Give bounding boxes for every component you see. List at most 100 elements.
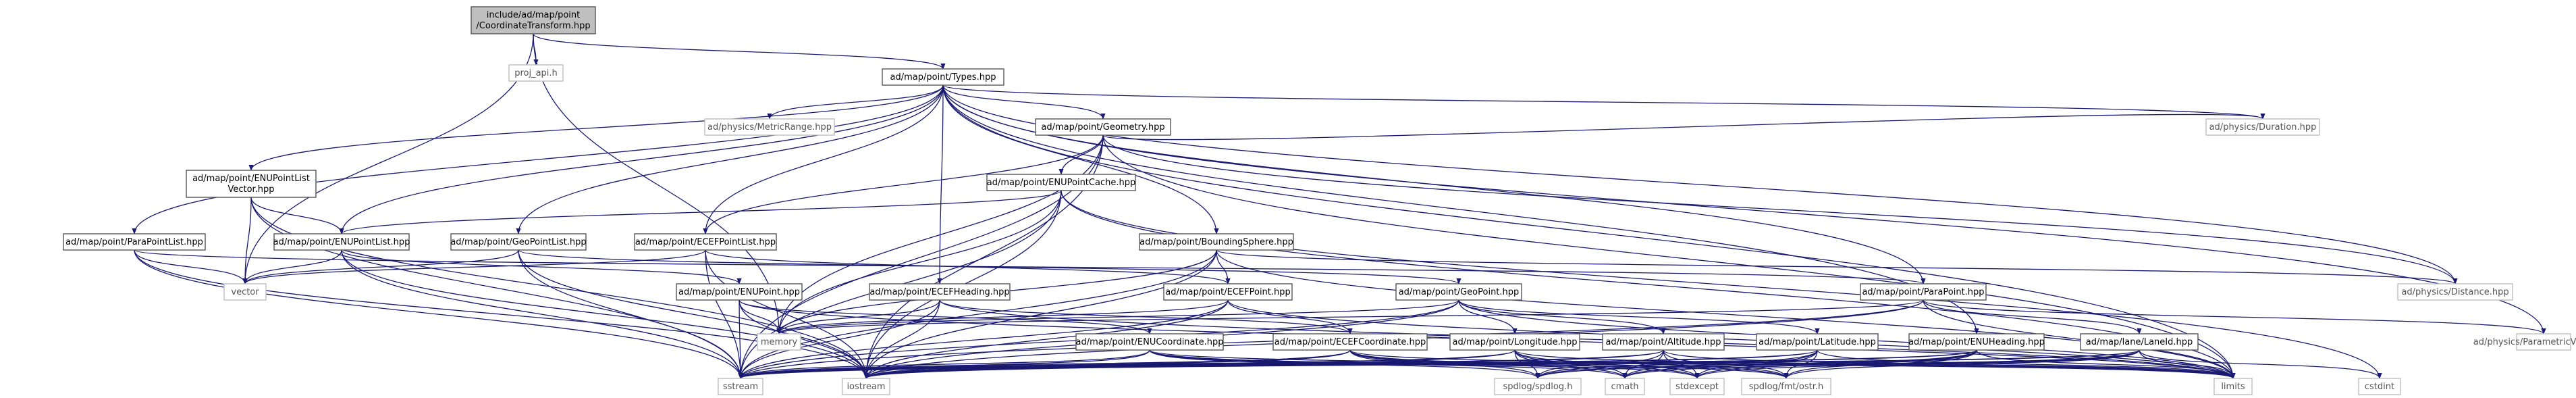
node-label: ad/map/point/ENUPointList <box>192 174 310 184</box>
edge-lane_id-to-spdlog <box>1535 349 2140 379</box>
edge-enu_list-to-vector <box>242 249 342 284</box>
node-cstdint: cstdint <box>2358 378 2401 395</box>
edge-ecef_point-to-memory <box>776 299 1229 334</box>
node-label: limits <box>2221 382 2245 392</box>
node-box <box>1908 333 2045 351</box>
edge-ecef_list-to-ecef_point <box>705 249 1231 284</box>
node-duration: ad/physics/Duration.hpp <box>2205 118 2320 136</box>
edge-altitude-to-spdlog <box>1535 349 1664 379</box>
node-distance: ad/physics/Distance.hpp <box>2397 283 2513 301</box>
node-label: ad/map/point/ParaPoint.hpp <box>1862 287 1984 297</box>
node-label: stdexcept <box>1675 382 1719 392</box>
edge-lane_id-to-stdexcept <box>1694 349 2140 379</box>
edge-para_point-to-limits <box>1923 299 2236 379</box>
node-label: ad/map/point/ENUHeading.hpp <box>1908 337 2045 347</box>
node-geo-list[interactable]: ad/map/point/GeoPointList.hpp <box>450 233 587 251</box>
node-ecef-list[interactable]: ad/map/point/ECEFPointList.hpp <box>634 233 777 251</box>
node-box <box>1163 283 1293 301</box>
edge-longitude-to-cmath <box>1514 349 1628 379</box>
edge-ecef_list-to-vector <box>242 249 706 284</box>
node-label: ad/map/point/Geometry.hpp <box>1041 122 1164 132</box>
node-box <box>2080 333 2199 351</box>
node-label: ad/map/point/Altitude.hpp <box>1605 337 1721 347</box>
node-sstream: sstream <box>718 378 763 395</box>
edge-geometry-to-iostream <box>863 134 1104 379</box>
edge-enu_list-to-iostream <box>341 249 869 379</box>
node-box <box>869 283 1011 301</box>
edge-enu_list_vec-to-sstream <box>250 197 743 379</box>
node-enu-list[interactable]: ad/map/point/ENUPointList.hpp <box>273 233 410 251</box>
edge-enu_point-to-enu_coord <box>739 299 1152 334</box>
edge-ecef_heading-to-limits <box>939 299 2236 379</box>
edge-para_list-to-para_point <box>134 249 1925 284</box>
edge-enu_heading-to-limits <box>1976 349 2236 379</box>
edge-lane_id-to-fmt_ostr <box>1783 349 2140 379</box>
node-fmt-ostr: spdlog/fmt/ostr.h <box>1741 378 1831 395</box>
edge-ecef_list-to-sstream <box>705 249 743 379</box>
edge-bounding-to-iostream <box>863 249 1217 379</box>
node-ecef-heading[interactable]: ad/map/point/ECEFHeading.hpp <box>869 283 1011 301</box>
node-box <box>842 378 890 395</box>
node-box <box>2205 118 2320 136</box>
node-iostream: iostream <box>842 378 890 395</box>
node-ecef-point[interactable]: ad/map/point/ECEFPoint.hpp <box>1163 283 1293 301</box>
node-box <box>2358 378 2401 395</box>
edge-geometry-to-limits <box>1102 134 2236 379</box>
node-ecef-coord[interactable]: ad/map/point/ECEFCoordinate.hpp <box>1272 333 1428 351</box>
node-enu-coord[interactable]: ad/map/point/ENUCoordinate.hpp <box>1075 333 1224 351</box>
edge-layer <box>132 33 2546 379</box>
node-types[interactable]: ad/map/point/Types.hpp <box>882 68 1004 86</box>
edge-geo_list-to-geo_point <box>518 249 1461 284</box>
node-label: ad/map/point/ENUPoint.hpp <box>678 287 800 297</box>
node-box <box>1669 378 1725 395</box>
node-root: include/ad/map/point/CoordinateTransform… <box>471 6 596 34</box>
node-label: vector <box>231 287 259 297</box>
node-spdlog: spdlog/spdlog.h <box>1494 378 1582 395</box>
node-latitude[interactable]: ad/map/point/Latitude.hpp <box>1756 333 1879 351</box>
node-enu-cache[interactable]: ad/map/point/ENUPointCache.hpp <box>986 174 1136 191</box>
node-cmath: cmath <box>1605 378 1645 395</box>
edge-ecef_heading-to-memory <box>776 299 940 334</box>
node-geometry[interactable]: ad/map/point/Geometry.hpp <box>1035 118 1171 136</box>
node-memory: memory <box>757 333 801 351</box>
node-param-value: ad/physics/ParametricValue.hpp <box>2473 333 2576 351</box>
node-stdexcept: stdexcept <box>1669 378 1725 395</box>
node-bounding[interactable]: ad/map/point/BoundingSphere.hpp <box>1139 233 1294 251</box>
node-altitude[interactable]: ad/map/point/Altitude.hpp <box>1602 333 1725 351</box>
node-enu-point[interactable]: ad/map/point/ENUPoint.hpp <box>676 283 803 301</box>
edge-para_point-to-param_value <box>1923 299 2546 334</box>
node-para-point[interactable]: ad/map/point/ParaPoint.hpp <box>1860 283 1987 301</box>
node-box <box>1602 333 1725 351</box>
node-label: spdlog/spdlog.h <box>1503 382 1573 392</box>
edge-geo_point-to-longitude <box>1458 299 1518 334</box>
node-enu-heading[interactable]: ad/map/point/ENUHeading.hpp <box>1908 333 2045 351</box>
edge-enu_heading-to-cmath <box>1622 349 1977 379</box>
node-layer: include/ad/map/point/CoordinateTransform… <box>63 6 2576 395</box>
edge-lane_id-to-sstream <box>738 349 2140 379</box>
node-label: ad/map/point/ECEFPoint.hpp <box>1165 287 1291 297</box>
node-box <box>1449 333 1580 351</box>
edge-types-to-ecef_heading <box>937 84 944 284</box>
node-para-list[interactable]: ad/map/point/ParaPointList.hpp <box>63 233 206 251</box>
node-label: memory <box>761 337 798 347</box>
edge-enu_cache-to-cstdint <box>1061 190 2382 379</box>
node-label: ad/physics/Distance.hpp <box>2401 287 2508 297</box>
edge-enu_point-to-iostream <box>739 299 869 379</box>
node-lane-id[interactable]: ad/map/lane/LaneId.hpp <box>2080 333 2199 351</box>
node-box <box>718 378 763 395</box>
node-box <box>1756 333 1879 351</box>
node-label: iostream <box>847 382 885 392</box>
node-geo-point[interactable]: ad/map/point/GeoPoint.hpp <box>1395 283 1522 301</box>
node-label: ad/map/point/Longitude.hpp <box>1453 337 1578 347</box>
node-label: ad/map/point/ECEFCoordinate.hpp <box>1274 337 1426 347</box>
node-longitude[interactable]: ad/map/point/Longitude.hpp <box>1449 333 1580 351</box>
node-box <box>1860 283 1987 301</box>
edge-enu_list_vec-to-enu_list <box>250 197 344 234</box>
edge-types-to-bounding <box>942 84 1219 234</box>
node-label: ad/map/point/Types.hpp <box>890 72 996 82</box>
edge-para_point-to-memory <box>776 299 1924 334</box>
edge-enu_coord-to-sstream <box>738 349 1150 379</box>
node-label: ad/physics/Duration.hpp <box>2209 122 2317 132</box>
